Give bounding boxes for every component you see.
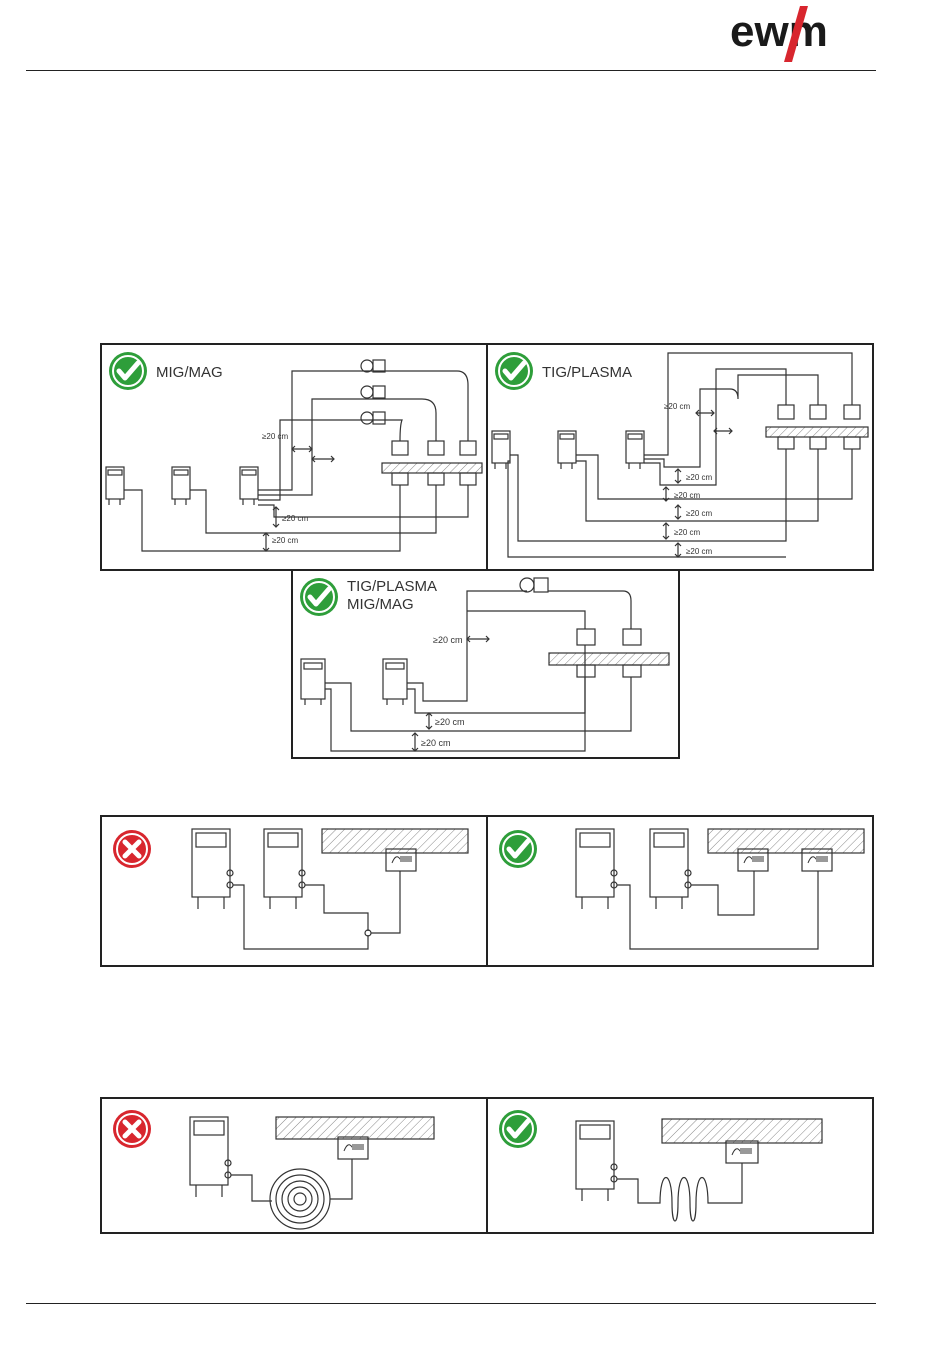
dim-label: ≥20 cm bbox=[262, 432, 289, 441]
bad-cross-icon bbox=[113, 1110, 151, 1148]
panel-title: TIG/PLASMA bbox=[542, 364, 632, 381]
dim-label: ≥20 cm bbox=[282, 514, 309, 523]
panel-coil-good bbox=[486, 1097, 874, 1234]
panel-grounding-good bbox=[486, 815, 874, 967]
panel-tig-plasma: TIG/PLASMA ≥20 cm ≥20 cm ≥20 cm ≥20 cm ≥… bbox=[486, 343, 874, 571]
header-rule bbox=[26, 70, 876, 71]
ok-check-icon bbox=[300, 578, 338, 616]
ok-check-icon bbox=[499, 1110, 537, 1148]
dim-label: ≥20 cm bbox=[674, 491, 701, 500]
dim-label: ≥20 cm bbox=[686, 547, 713, 556]
dim-label: ≥20 cm bbox=[664, 402, 691, 411]
logo-text: ewm bbox=[730, 7, 828, 56]
dim-label: ≥20 cm bbox=[674, 528, 701, 537]
dim-label: ≥20 cm bbox=[435, 717, 464, 727]
panel-coil-bad bbox=[100, 1097, 488, 1234]
panel-grounding-bad bbox=[100, 815, 488, 967]
ewm-logo: ewm bbox=[728, 6, 860, 62]
panel-title-line2: MIG/MAG bbox=[347, 596, 414, 613]
dim-label: ≥20 cm bbox=[421, 738, 450, 748]
panel-title-line1: TIG/PLASMA bbox=[347, 578, 437, 595]
dim-label: ≥20 cm bbox=[686, 473, 713, 482]
panel-tig-mig-combined: TIG/PLASMA MIG/MAG ≥20 cm ≥20 cm ≥20 cm bbox=[291, 569, 680, 759]
panel-title: MIG/MAG bbox=[156, 364, 223, 381]
ok-check-icon bbox=[499, 830, 537, 868]
ok-check-icon bbox=[495, 352, 533, 390]
bad-cross-icon bbox=[113, 830, 151, 868]
panel-mig-mag: MIG/MAG ≥20 cm ≥20 cm ≥20 cm bbox=[100, 343, 488, 571]
footer-rule bbox=[26, 1303, 876, 1304]
ok-check-icon bbox=[109, 352, 147, 390]
dim-label: ≥20 cm bbox=[433, 635, 462, 645]
dim-label: ≥20 cm bbox=[272, 536, 299, 545]
dim-label: ≥20 cm bbox=[686, 509, 713, 518]
